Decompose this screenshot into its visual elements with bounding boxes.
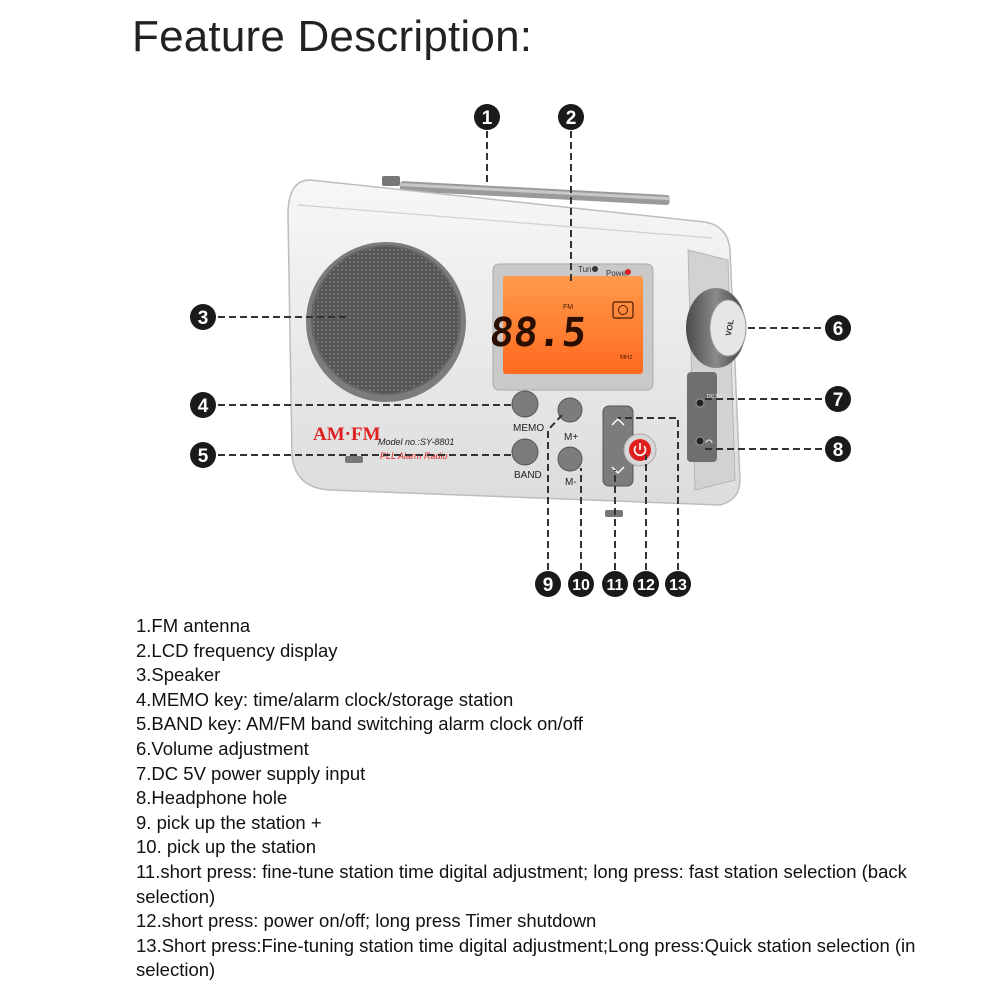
feature-item: 6.Volume adjustment	[136, 737, 309, 759]
lcd-unit: MHz	[620, 355, 632, 361]
callout-11: 11	[602, 571, 628, 597]
callout-13: 13	[665, 571, 691, 597]
callout-6: 6	[825, 315, 851, 341]
band-label: BAND	[514, 470, 542, 481]
feature-item: 12.short press: power on/off; long press…	[136, 910, 597, 932]
svg-text:10: 10	[572, 577, 590, 594]
svg-text:13: 13	[669, 577, 687, 594]
memo-button[interactable]	[511, 390, 539, 418]
speaker	[306, 242, 466, 402]
svg-text:11: 11	[607, 577, 624, 594]
callout-5: 5	[190, 442, 216, 468]
svg-text:2: 2	[566, 108, 577, 129]
dc-label: DC 5V	[707, 394, 722, 400]
feature-item: 4.MEMO key: time/alarm clock/storage sta…	[136, 688, 514, 710]
tune-led	[592, 266, 598, 272]
dc-input-jack	[695, 398, 705, 408]
band-button[interactable]	[511, 438, 539, 466]
callout-1: 1	[474, 104, 500, 130]
feature-list: 1.FM antenna 2.LCD frequency display 3.S…	[136, 614, 926, 983]
feature-item: 5.BAND key: AM/FM band switching alarm c…	[136, 713, 583, 735]
callout-8: 8	[825, 436, 851, 462]
lcd-display: FM 88.5 MHz	[487, 263, 654, 391]
headphone-icon	[705, 439, 713, 444]
svg-text:3: 3	[198, 308, 209, 329]
svg-text:6: 6	[833, 319, 844, 340]
svg-text:4: 4	[198, 396, 209, 417]
power-icon	[633, 445, 647, 457]
indicators: Tun Power	[578, 265, 631, 278]
callout-2: 2	[558, 104, 584, 130]
tune-indicator-label: Tun	[578, 265, 592, 274]
feature-item: 7.DC 5V power supply input	[136, 762, 366, 784]
feature-item: 1.FM antenna	[136, 615, 251, 636]
model-subtitle: PLL Alarm Radio	[380, 451, 448, 461]
feature-item: 13.Short press:Fine-tuning station time …	[136, 934, 916, 981]
headphone-jack	[695, 436, 713, 446]
model-number: Model no.:SY-8801	[378, 437, 454, 447]
callout-4: 4	[190, 392, 216, 418]
svg-text:1: 1	[482, 108, 493, 129]
callout-12: 12	[633, 571, 659, 597]
memo-label: MEMO	[513, 423, 544, 434]
volume-knob[interactable]: VOL	[686, 288, 747, 368]
svg-text:5: 5	[198, 446, 209, 467]
lcd-frequency: 88.5	[487, 310, 588, 356]
volume-label: VOL	[724, 319, 736, 337]
tune-down-icon	[611, 466, 625, 475]
m-minus-button[interactable]	[557, 446, 583, 472]
feature-item: 9. pick up the station +	[136, 811, 322, 833]
callout-9: 9	[535, 571, 561, 597]
feature-item: 10. pick up the station	[136, 836, 316, 858]
svg-text:7: 7	[833, 390, 844, 411]
callout-10: 10	[568, 571, 594, 597]
feature-item: 8.Headphone hole	[136, 787, 288, 809]
lcd-band: FM	[563, 304, 573, 311]
svg-text:8: 8	[833, 440, 844, 461]
power-button[interactable]	[623, 433, 657, 467]
m-plus-label: M+	[564, 432, 578, 443]
power-led	[625, 269, 631, 275]
radio-diagram: FM 88.5 MHz Tun Power AM·FM Model no.:SY…	[190, 104, 851, 597]
fm-antenna	[382, 176, 670, 205]
feature-item: 11.short press: fine-tune station time d…	[136, 860, 907, 907]
callout-7: 7	[825, 386, 851, 412]
svg-text:9: 9	[543, 575, 554, 596]
m-plus-button[interactable]	[557, 397, 583, 423]
page-title: Feature Description:	[132, 12, 533, 61]
brand-logo: AM·FM	[313, 424, 381, 445]
feature-item: 2.LCD frequency display	[136, 639, 338, 661]
power-indicator-label: Power	[606, 269, 629, 278]
callout-3: 3	[190, 304, 216, 330]
alarm-icon	[612, 301, 634, 319]
feature-item: 3.Speaker	[136, 664, 221, 686]
m-minus-label: M-	[565, 477, 577, 488]
leader-lines	[218, 131, 822, 570]
svg-text:12: 12	[637, 577, 655, 594]
